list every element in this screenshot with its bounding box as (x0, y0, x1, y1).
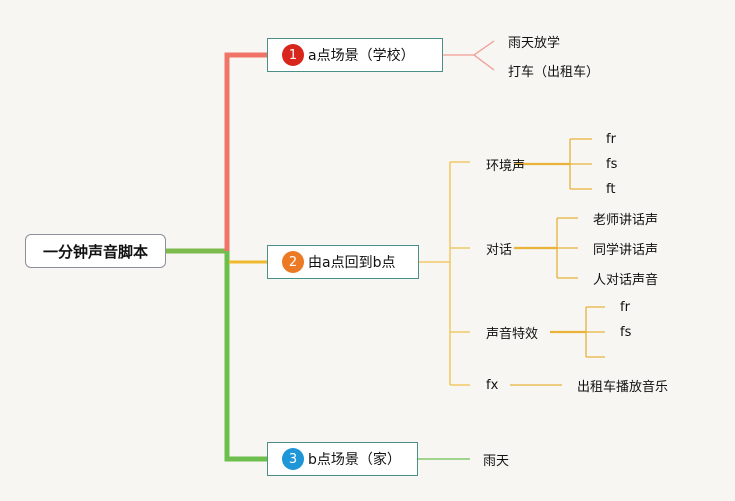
branch-1-children-lines (443, 40, 495, 71)
subtopic-fx[interactable]: fx (486, 377, 499, 393)
branch-node-1[interactable]: 1 a点场景（学校） (267, 38, 443, 72)
leaf-classmate-voice[interactable]: 同学讲话声 (593, 242, 659, 258)
root-node[interactable]: 一分钟声音脚本 (25, 234, 166, 268)
leaf-rainy-dismissal[interactable]: 雨天放学 (508, 35, 561, 51)
branch-node-2[interactable]: 2 由a点回到b点 (267, 245, 419, 279)
leaf-taxi[interactable]: 打车（出租车） (508, 64, 600, 80)
number-badge-2: 2 (282, 251, 304, 273)
leaf-effects-fr[interactable]: fr (620, 299, 630, 315)
branch-label-1: a点场景（学校） (308, 48, 415, 64)
leaf-people-conversation[interactable]: 人对话声音 (593, 272, 659, 288)
dialogue-lines (514, 217, 578, 279)
branch-2-children-lines (419, 161, 470, 386)
subtopic-sound-effects[interactable]: 声音特效 (486, 326, 539, 342)
connector-branch-3 (224, 251, 267, 462)
leaf-taxi-music[interactable]: 出租车播放音乐 (577, 379, 669, 395)
leaf-teacher-voice[interactable]: 老师讲话声 (593, 212, 659, 228)
leaf-ambient-fs[interactable]: fs (606, 156, 618, 172)
branch-label-2: 由a点回到b点 (308, 255, 396, 271)
number-badge-1: 1 (282, 44, 304, 66)
number-badge-3: 3 (282, 448, 304, 470)
leaf-rainy-day[interactable]: 雨天 (483, 453, 510, 469)
root-label: 一分钟声音脚本 (42, 242, 148, 261)
branch-node-3[interactable]: 3 b点场景（家） (267, 442, 418, 476)
leaf-ambient-ft[interactable]: ft (606, 181, 616, 197)
env-sound-lines (514, 138, 592, 190)
effects-lines (550, 306, 605, 358)
leaf-ambient-fr[interactable]: fr (606, 131, 616, 147)
connector-branch-1 (224, 52, 267, 251)
subtopic-dialogue[interactable]: 对话 (486, 242, 513, 258)
branch-label-3: b点场景（家） (308, 452, 401, 468)
leaf-effects-fs[interactable]: fs (620, 324, 632, 340)
subtopic-ambient-sound[interactable]: 环境声 (486, 158, 526, 174)
